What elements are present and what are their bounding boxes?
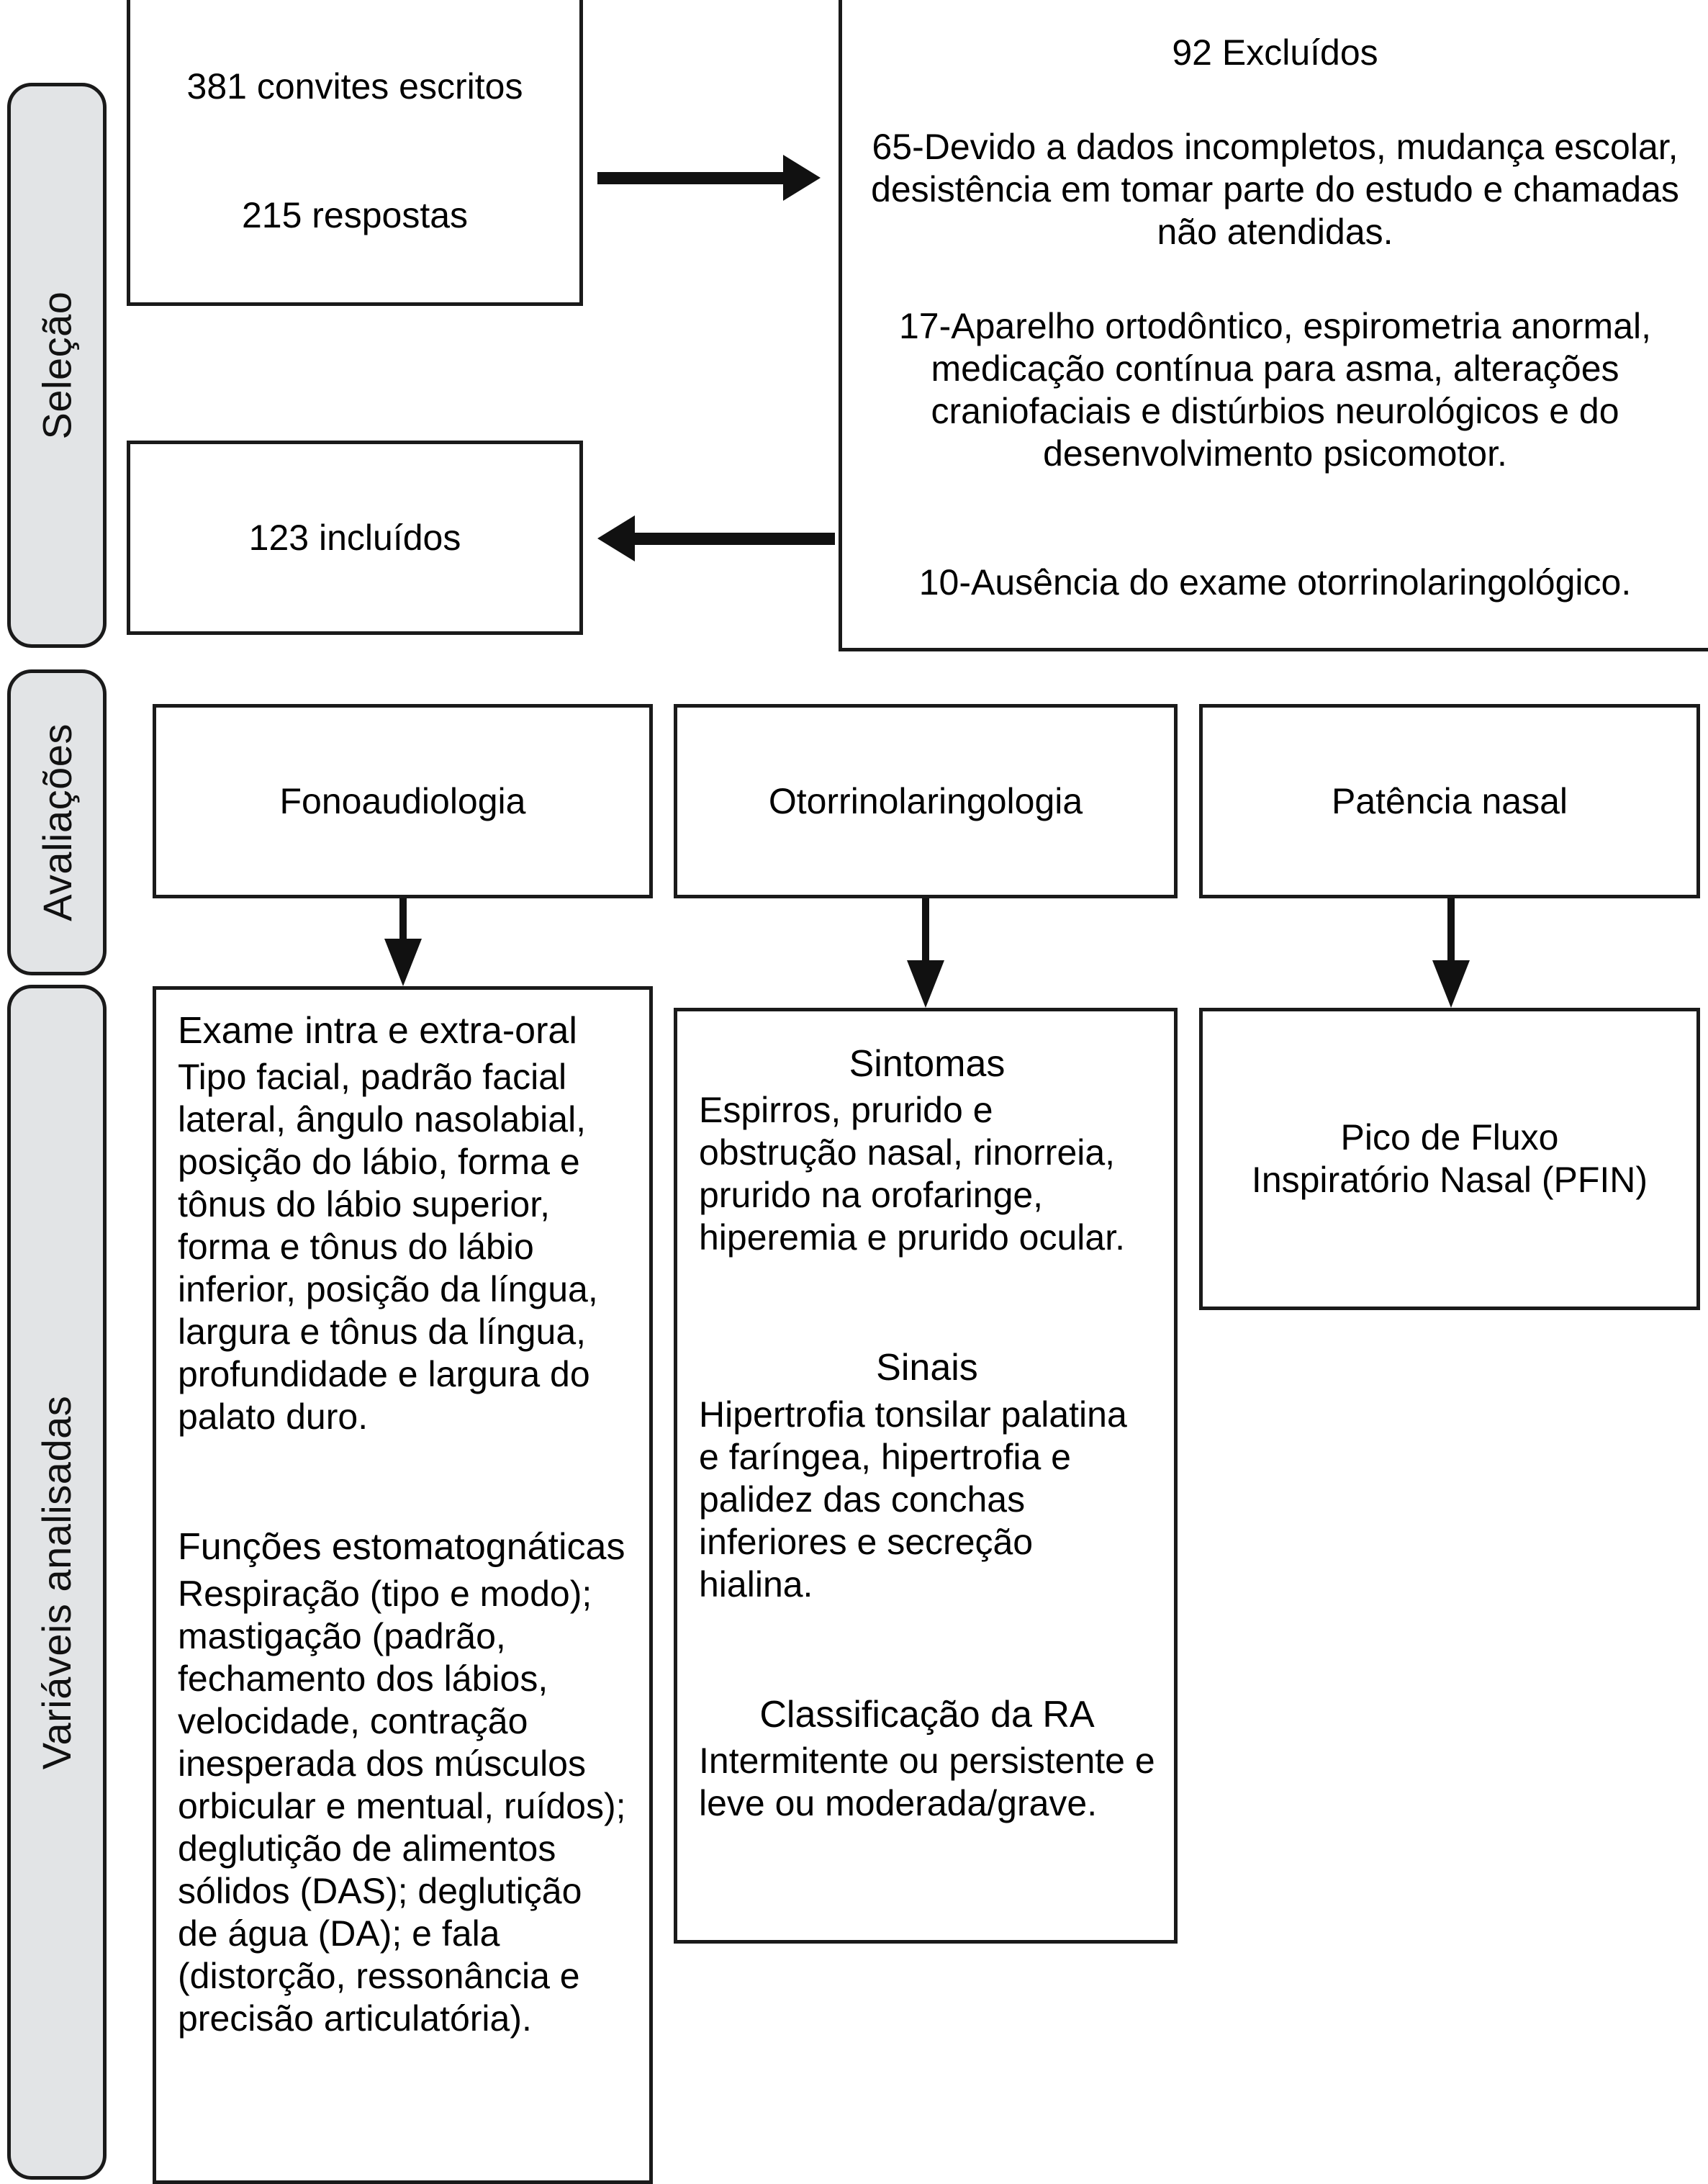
stage-label-avaliacoes-text: Avaliações <box>34 723 80 921</box>
recruitment-box: 381 convites escritos 215 respostas <box>127 0 583 306</box>
stage-label-variaveis-text: Variáveis analisadas <box>34 1395 80 1769</box>
excluded-reason-2: 17-Aparelho ortodôntico, espirometria an… <box>899 306 1651 474</box>
variables-ent-section1-body: Espirros, prurido e obstrução nasal, rin… <box>699 1090 1125 1258</box>
recruitment-responses-text: 215 respostas <box>241 195 469 235</box>
assessment-box-otorrinolaringologia: Otorrinolaringologia <box>674 704 1178 898</box>
assessment-label-patencia-nasal: Patência nasal <box>1331 780 1568 821</box>
stage-label-selecao: Seleção <box>7 83 107 648</box>
variables-pfin-line2: Inspiratório Nasal (PFIN) <box>1251 1160 1648 1200</box>
arrow-fonoaudiologia-to-exame <box>381 898 425 986</box>
excluded-box: 92 Excluídos 65-Devido a dados incomplet… <box>839 0 1708 651</box>
variables-speech-section1-body: Tipo facial, padrão facial lateral, ângu… <box>178 1057 598 1438</box>
variables-ent-section2-title: Sinais <box>876 1347 978 1389</box>
stage-label-avaliacoes: Avaliações <box>7 669 107 975</box>
arrow-patencia-to-pfin <box>1429 898 1473 1008</box>
arrow-recruitment-to-excluded <box>597 155 821 201</box>
variables-ent-section3-title: Classificação da RA <box>759 1693 1095 1736</box>
recruitment-invites-text: 381 convites escritos <box>186 66 523 107</box>
assessment-label-otorrinolaringologia: Otorrinolaringologia <box>768 780 1083 821</box>
excluded-reason-1: 65-Devido a dados incompletos, mudança e… <box>871 127 1679 252</box>
arrow-otorrino-to-sintomas <box>904 898 947 1008</box>
included-count-text: 123 incluídos <box>248 517 461 558</box>
stage-label-selecao-text: Seleção <box>34 291 80 440</box>
variables-box-ent: Sintomas Espirros, prurido e obstrução n… <box>674 1008 1178 1944</box>
variables-ent-section1-title: Sintomas <box>849 1043 1006 1085</box>
variables-speech-section2-title: Funções estomatognáticas <box>178 1526 625 1569</box>
included-box: 123 incluídos <box>127 441 583 635</box>
arrow-excluded-to-included <box>597 515 835 561</box>
assessment-label-fonoaudiologia: Fonoaudiologia <box>279 780 526 821</box>
stage-label-variaveis: Variáveis analisadas <box>7 985 107 2180</box>
excluded-reason-3: 10-Ausência do exame otorrinolaringológi… <box>918 562 1632 603</box>
variables-ent-section3-body: Intermitente ou persistente e leve ou mo… <box>699 1741 1155 1824</box>
variables-pfin-line1: Pico de Fluxo <box>1340 1117 1559 1158</box>
assessment-box-fonoaudiologia: Fonoaudiologia <box>153 704 653 898</box>
excluded-title: 92 Excluídos <box>1172 32 1378 73</box>
variables-speech-section2-body: Respiração (tipo e modo); mastigação (pa… <box>178 1573 626 2039</box>
variables-box-nasal-patency: Pico de Fluxo Inspiratório Nasal (PFIN) <box>1199 1008 1700 1310</box>
variables-ent-section2-body: Hipertrofia tonsilar palatina e faríngea… <box>699 1394 1127 1605</box>
variables-box-speech-therapy: Exame intra e extra-oral Tipo facial, pa… <box>153 986 653 2184</box>
variables-speech-section1-title: Exame intra e extra-oral <box>178 1010 577 1052</box>
assessment-box-patencia-nasal: Patência nasal <box>1199 704 1700 898</box>
